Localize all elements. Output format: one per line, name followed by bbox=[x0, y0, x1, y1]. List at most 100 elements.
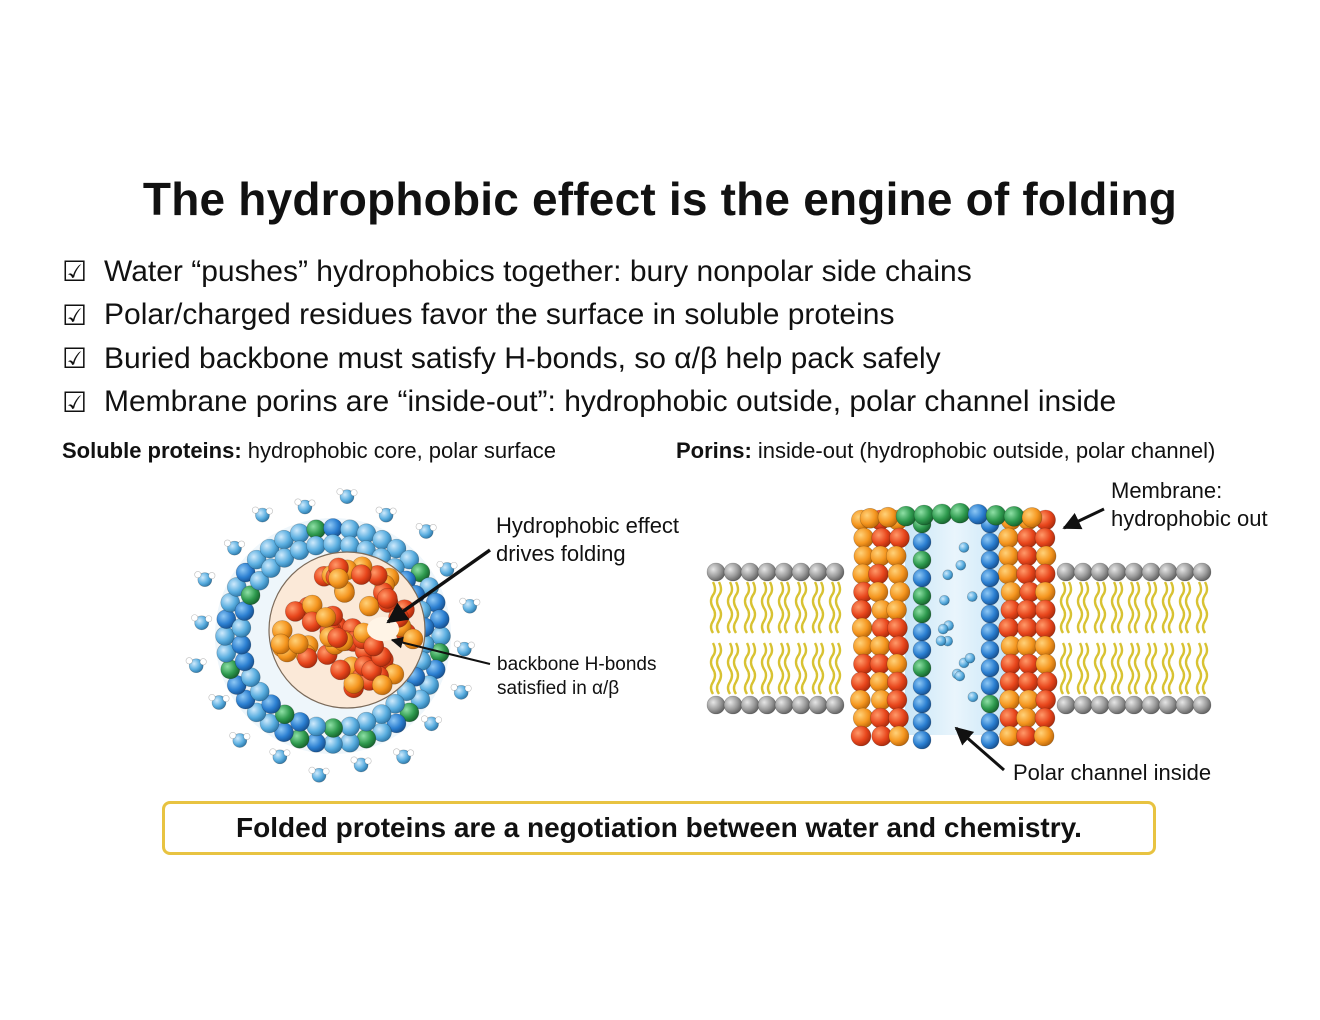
lipid-tail bbox=[743, 642, 751, 695]
porin-rim-residue bbox=[877, 506, 899, 528]
channel-water-molecule bbox=[937, 623, 949, 635]
porin-hydrophobic-residue bbox=[1016, 545, 1038, 567]
porin-polar-residue bbox=[980, 586, 1000, 606]
porin-polar-residue bbox=[912, 622, 932, 642]
bullet-text: Membrane porins are “inside-out”: hydrop… bbox=[104, 385, 1117, 419]
lipid-tail bbox=[777, 581, 785, 634]
water-molecule bbox=[339, 489, 355, 504]
channel-water-molecule bbox=[967, 691, 979, 703]
polar-residue bbox=[259, 713, 280, 734]
porin-hydrophobic-residue bbox=[869, 671, 891, 693]
lipid-tail bbox=[1082, 581, 1090, 634]
lipid-head bbox=[706, 562, 726, 582]
porin-polar-residue bbox=[980, 550, 1000, 570]
lipid-tail bbox=[828, 642, 836, 695]
lipid-head bbox=[825, 562, 845, 582]
porin-hydrophobic-residue bbox=[1016, 599, 1038, 621]
lipid-tail bbox=[743, 581, 751, 634]
porin-hydrophobic-residue bbox=[851, 617, 873, 639]
bullet-item: ☑Polar/charged residues favor the surfac… bbox=[62, 294, 1116, 338]
porin-hydrophobic-residue bbox=[1034, 635, 1056, 657]
hydrophobic-effect-label-line1: Hydrophobic effect bbox=[496, 513, 680, 538]
polar-residue bbox=[306, 535, 326, 556]
water-molecule bbox=[396, 749, 411, 765]
water-molecule bbox=[439, 562, 455, 577]
water-hydrogen bbox=[450, 683, 458, 691]
porin-polar-residue bbox=[980, 694, 1000, 714]
lipid-tail bbox=[1127, 642, 1135, 695]
porin-hydrophobic-residue bbox=[868, 563, 889, 585]
water-molecule bbox=[272, 749, 288, 765]
hydrophobic-residue bbox=[315, 607, 337, 628]
lipid-tail bbox=[1133, 581, 1141, 634]
bullet-text: Polar/charged residues favor the surface… bbox=[104, 298, 895, 332]
water-hydrogen bbox=[308, 499, 316, 507]
lipid-tail bbox=[828, 581, 836, 634]
porin-rim-residue bbox=[949, 502, 971, 524]
water-hydrogen bbox=[350, 756, 358, 764]
hydrophobic-effect-label: Hydrophobic effect drives folding bbox=[496, 512, 679, 568]
porin-polar-residue bbox=[912, 658, 932, 678]
water-molecules bbox=[185, 488, 481, 783]
lipid-tail bbox=[726, 642, 734, 695]
polar-residue bbox=[399, 702, 420, 723]
water-hydrogen bbox=[415, 523, 423, 531]
porin-rim-residue bbox=[967, 503, 989, 525]
porin-hydrophobic-residue bbox=[887, 617, 908, 639]
water-molecule bbox=[227, 540, 242, 556]
porin-hydrophobic-residue bbox=[999, 671, 1021, 693]
water-hydrogen bbox=[283, 749, 291, 757]
channel-arrow bbox=[954, 726, 1005, 772]
membrane-label-line2: hydrophobic out bbox=[1111, 506, 1268, 531]
lipid-head bbox=[1073, 695, 1093, 715]
lipid-tail bbox=[1116, 581, 1124, 634]
soluble-heading-text: hydrophobic core, polar surface bbox=[241, 438, 556, 463]
water-hydrogen bbox=[393, 748, 401, 756]
water-hydrogen bbox=[308, 766, 316, 774]
water-hydrogen bbox=[208, 572, 216, 580]
water-hydrogen bbox=[435, 716, 443, 724]
porin-hydrophobic-residue bbox=[1017, 617, 1038, 639]
lipid-tail bbox=[749, 642, 757, 695]
porin-hydrophobic-residue bbox=[850, 671, 872, 693]
porin-hydrophobic-residue bbox=[998, 545, 1019, 567]
water-hydrogen bbox=[194, 571, 202, 579]
polar-residue bbox=[274, 704, 295, 725]
porin-hydrophobic-residue bbox=[1033, 725, 1055, 747]
water-molecule bbox=[255, 507, 270, 523]
polar-residue bbox=[323, 718, 344, 738]
polar-residue bbox=[431, 626, 451, 646]
hydrophobic-effect-label-line2: drives folding bbox=[496, 541, 626, 566]
lipid-tail bbox=[1161, 581, 1169, 634]
channel-water-molecule bbox=[966, 591, 978, 602]
porin-hydrophobic-residue bbox=[1016, 707, 1037, 729]
porin-hydrophobic-residue bbox=[1000, 581, 1022, 603]
porin-polar-residue bbox=[912, 604, 932, 624]
lipid-head bbox=[1124, 562, 1144, 582]
hydrophobic-residue bbox=[288, 633, 309, 655]
porin-hydrophobic-residue bbox=[889, 581, 911, 603]
porin-hydrophobic-residue bbox=[886, 671, 908, 693]
water-molecule bbox=[424, 716, 439, 732]
backbone-hbonds-label-line2: satisfied in α/β bbox=[497, 678, 620, 699]
channel-water-molecule bbox=[954, 670, 966, 682]
porin-hydrophobic-residue bbox=[867, 581, 889, 603]
porin-hydrophobic-residue bbox=[870, 707, 891, 729]
lipid-head bbox=[1056, 695, 1076, 715]
lipid-tail bbox=[817, 581, 825, 634]
lipid-tail bbox=[709, 642, 717, 695]
porin-hydrophobic-residue bbox=[889, 527, 910, 549]
lipid-head bbox=[1141, 695, 1161, 715]
hydrophobic-residue bbox=[377, 588, 398, 609]
porin-polar-residue bbox=[912, 550, 932, 570]
porin-polar-residue bbox=[980, 676, 1000, 696]
lipid-head bbox=[757, 562, 777, 582]
polar-residue bbox=[306, 716, 327, 737]
lipid-tail bbox=[760, 581, 768, 634]
polar-residue bbox=[356, 728, 377, 749]
lipid-tail bbox=[1116, 642, 1124, 695]
soluble-heading: Soluble proteins: hydrophobic core, pola… bbox=[62, 438, 556, 464]
protein-diagram bbox=[185, 488, 1212, 783]
porin-polar-residue bbox=[912, 694, 932, 714]
lipid-tail bbox=[800, 642, 808, 695]
